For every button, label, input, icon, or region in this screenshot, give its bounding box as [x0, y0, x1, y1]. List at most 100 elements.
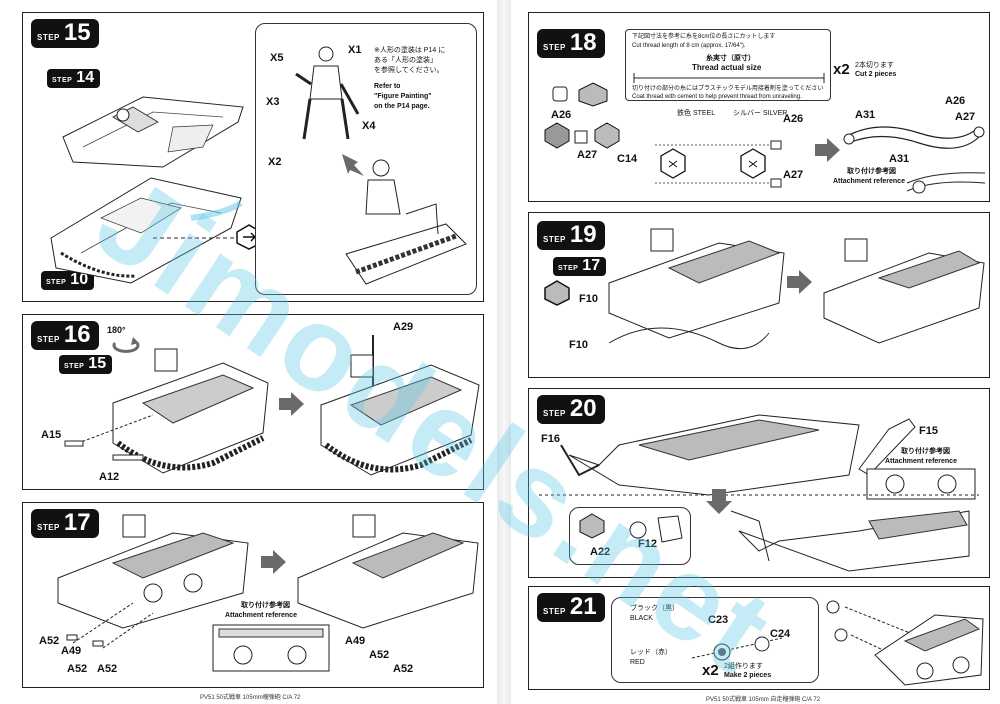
step-15-ref-badge: STEP 15: [59, 355, 113, 374]
label-f12: F12: [638, 538, 657, 550]
label-c24: C24: [770, 628, 791, 640]
label-a27-2: A27: [783, 169, 804, 181]
lamp-parts-drawing: [691, 636, 783, 661]
step16-right-arrow: [279, 392, 304, 416]
step-10-ref-badge: STEP 10: [41, 271, 95, 290]
label-x3: X3: [266, 96, 280, 108]
paint-red-jp: レッド（赤）: [630, 649, 672, 656]
step-21-badge: STEP 21: [537, 593, 605, 622]
label-a26-1: A26: [551, 109, 572, 121]
label-a15: A15: [41, 429, 62, 441]
label-a27-3: A27: [955, 111, 976, 123]
lamp-mult-en: Make 2 pieces: [724, 672, 772, 679]
step-20-box: STEP 20 F16 F15 取り付け参考図 Attachment refer…: [528, 388, 990, 578]
thread-actual-en: Thread actual size: [692, 63, 762, 72]
label-a26-2: A26: [783, 113, 804, 125]
label-a27-1: A27: [577, 149, 598, 161]
label-x5: X5: [270, 52, 284, 64]
label-a22: A22: [590, 546, 611, 558]
label-a52-1: A52: [39, 635, 60, 647]
paint-black-jp: ブラック（黒）: [630, 605, 679, 612]
upper-hull-drawing: [62, 96, 244, 168]
finished-cable-drawing: [843, 126, 985, 149]
a22-f12-parts: [579, 513, 683, 543]
step18-attach-en: Attachment reference: [833, 178, 905, 185]
step-18-badge: STEP 18: [537, 29, 605, 58]
step17-attach-en: Attachment reference: [225, 612, 297, 619]
step20-divider: [539, 494, 979, 496]
step-14-ref-badge: STEP 14: [47, 69, 101, 88]
label-x4: X4: [362, 120, 376, 132]
paint-silver: シルバー SILVER: [733, 110, 788, 117]
label-a52-5: A52: [393, 663, 414, 675]
cable-assembly-drawing: [655, 140, 782, 188]
footer-left: PV51 50式戦車 105mm榴弾砲 C/A 72: [200, 695, 301, 701]
step20-attach-jp: 取り付け参考図: [901, 448, 950, 455]
thread-note-en: Cut thread length of 8 cm (approx. 17/64…: [632, 43, 746, 49]
label-f16: F16: [541, 433, 560, 445]
thread-actual-jp: 糸実寸（原寸）: [706, 55, 755, 62]
page-gutter: [497, 0, 511, 704]
figure-inset-panel: X5 X1 X3 X4 X2 ※人形の塗装は P14 に ある「人形の塗装」 を…: [255, 23, 477, 295]
label-a12: A12: [99, 471, 120, 483]
step-20-badge: STEP 20: [537, 395, 605, 424]
step20-lower-drawing: [730, 510, 970, 572]
lamp-multiplier: x2: [702, 662, 719, 679]
step-18-box: STEP 18 下記図寸法を参考に糸を8cm位の長さにカットします Cut th…: [528, 12, 990, 202]
step17-attach-reference-drawing: [212, 624, 330, 672]
label-c14: C14: [617, 153, 638, 165]
thread-length-line: [633, 73, 825, 83]
step-15-box: STEP 15 STEP 14 STEP 10 X5 X1 X3 X4 X2 ※…: [22, 12, 484, 302]
figure-note-jp-3: を参照してください。: [374, 67, 444, 74]
paint-steel: 鉄色 STEEL: [677, 110, 716, 117]
label-f15: F15: [919, 425, 938, 437]
label-x1: X1: [348, 44, 362, 56]
rotate-icon: [112, 337, 140, 353]
a26-part-icon: [552, 82, 608, 107]
figure-parts-drawing: [295, 46, 360, 140]
thread-note-jp: 下記図寸法を参考に糸を8cm位の長さにカットします: [632, 34, 776, 40]
label-a52-2: A52: [67, 663, 88, 675]
step17-right-arrow: [261, 550, 286, 574]
step17-parts-left: [66, 602, 154, 649]
down-arrow-icon: [342, 154, 364, 176]
thread-mult-en: Cut 2 pieces: [855, 71, 897, 78]
c23-c24-inset: ブラック（黒） BLACK レッド（赤） RED C23 C24 x2 2組作り…: [611, 597, 819, 683]
label-a52-4: A52: [369, 649, 390, 661]
step-21-box: STEP 21 ブラック（黒） BLACK レッド（赤） RED C23 C24…: [528, 586, 990, 690]
label-f10-1: F10: [579, 293, 598, 305]
step17-hull-left: [57, 514, 249, 629]
step20-attach-en: Attachment reference: [885, 458, 957, 465]
figure-note-en-3: on the P14 page.: [374, 103, 430, 110]
label-a31-1: A31: [855, 109, 876, 121]
step-15-badge: STEP 15: [31, 19, 99, 48]
step17-attach-jp: 取り付け参考図: [241, 602, 290, 609]
glue-note-en: Coat thread with cement to help prevent …: [632, 94, 802, 100]
label-x2: X2: [268, 156, 282, 168]
step16-vehicle-left: [112, 348, 269, 474]
paint-red-en: RED: [630, 659, 645, 666]
label-f10-2: F10: [569, 339, 588, 351]
paint-black-en: BLACK: [630, 615, 653, 622]
figure-note-en-2: "Figure Painting": [374, 93, 432, 100]
label-a49-2: A49: [345, 635, 366, 647]
label-a52-3: A52: [97, 663, 118, 675]
step-17-badge: STEP 17: [31, 509, 99, 538]
label-a49-1: A49: [61, 645, 82, 657]
step20-hull-drawing: [560, 414, 860, 496]
label-a31-2: A31: [889, 153, 910, 165]
step19-hull-right: [823, 238, 985, 344]
step-17-ref-badge: STEP 17: [553, 257, 607, 276]
step-17-box: STEP 17 A52 A49 A52 A52 取り付け参考図 Attachme…: [22, 502, 484, 688]
figure-note-en-1: Refer to: [374, 83, 401, 90]
a22-f12-inset: A22 F12: [569, 507, 691, 565]
step19-hull-left: [608, 228, 785, 350]
thread-multiplier: x2: [833, 61, 850, 78]
glue-note-jp: 切り付けの部分の糸にはプラスチックモデル用接着剤を塗ってください: [632, 86, 824, 92]
thread-note-panel: 下記図寸法を参考に糸を8cm位の長さにカットします Cut thread len…: [625, 29, 831, 101]
step19-right-arrow: [787, 270, 812, 294]
thread-mult-jp: 2本切ります: [855, 62, 894, 69]
step-19-box: STEP 19 STEP 17 F10 F10: [528, 212, 990, 378]
label-a26-3: A26: [945, 95, 966, 107]
cable-attach-reference: [906, 172, 986, 194]
